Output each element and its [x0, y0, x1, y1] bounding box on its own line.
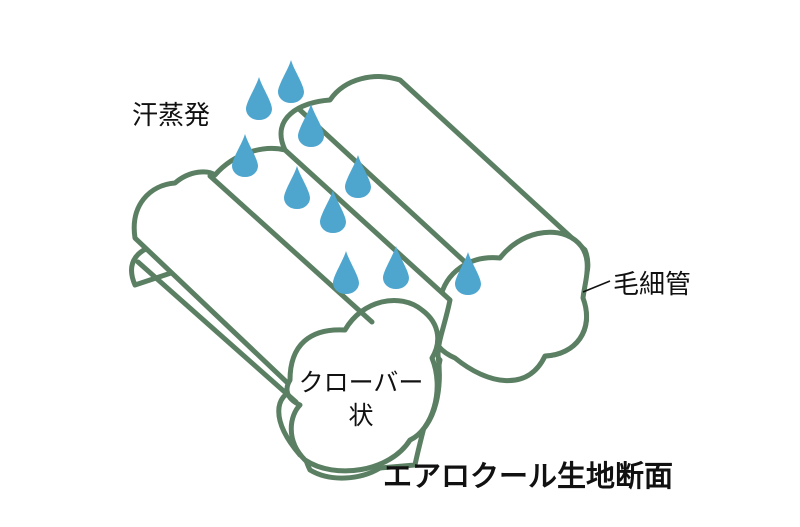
- sweat-drop-icon: [345, 155, 371, 199]
- sweat-drop-icon: [246, 77, 272, 121]
- fiber-seam-2: [297, 107, 468, 265]
- capillary-label: 毛細管: [613, 270, 691, 300]
- fiber-seam-1: [207, 173, 375, 325]
- capillary-leader-line: [582, 280, 611, 293]
- sweat-drop-icon: [278, 60, 304, 104]
- sweat-drop-icon: [320, 190, 346, 234]
- clover-label-line1: クローバー: [299, 368, 424, 397]
- sweat-drop-icon: [333, 251, 359, 295]
- fiber-front-end-face: [284, 297, 441, 474]
- sweat-drop-icon: [455, 252, 481, 296]
- sweat-drop-icon: [232, 134, 258, 178]
- sweat-drop-icon: [298, 104, 324, 148]
- clover-label-line2: 状: [348, 401, 373, 430]
- fabric-title: エアロクール生地断面: [383, 459, 673, 493]
- evaporation-label: 汗蒸発: [132, 101, 210, 131]
- sweat-drop-icon: [383, 246, 409, 290]
- sweat-drop-icon: [284, 166, 310, 210]
- fiber-seam-3: [135, 259, 299, 405]
